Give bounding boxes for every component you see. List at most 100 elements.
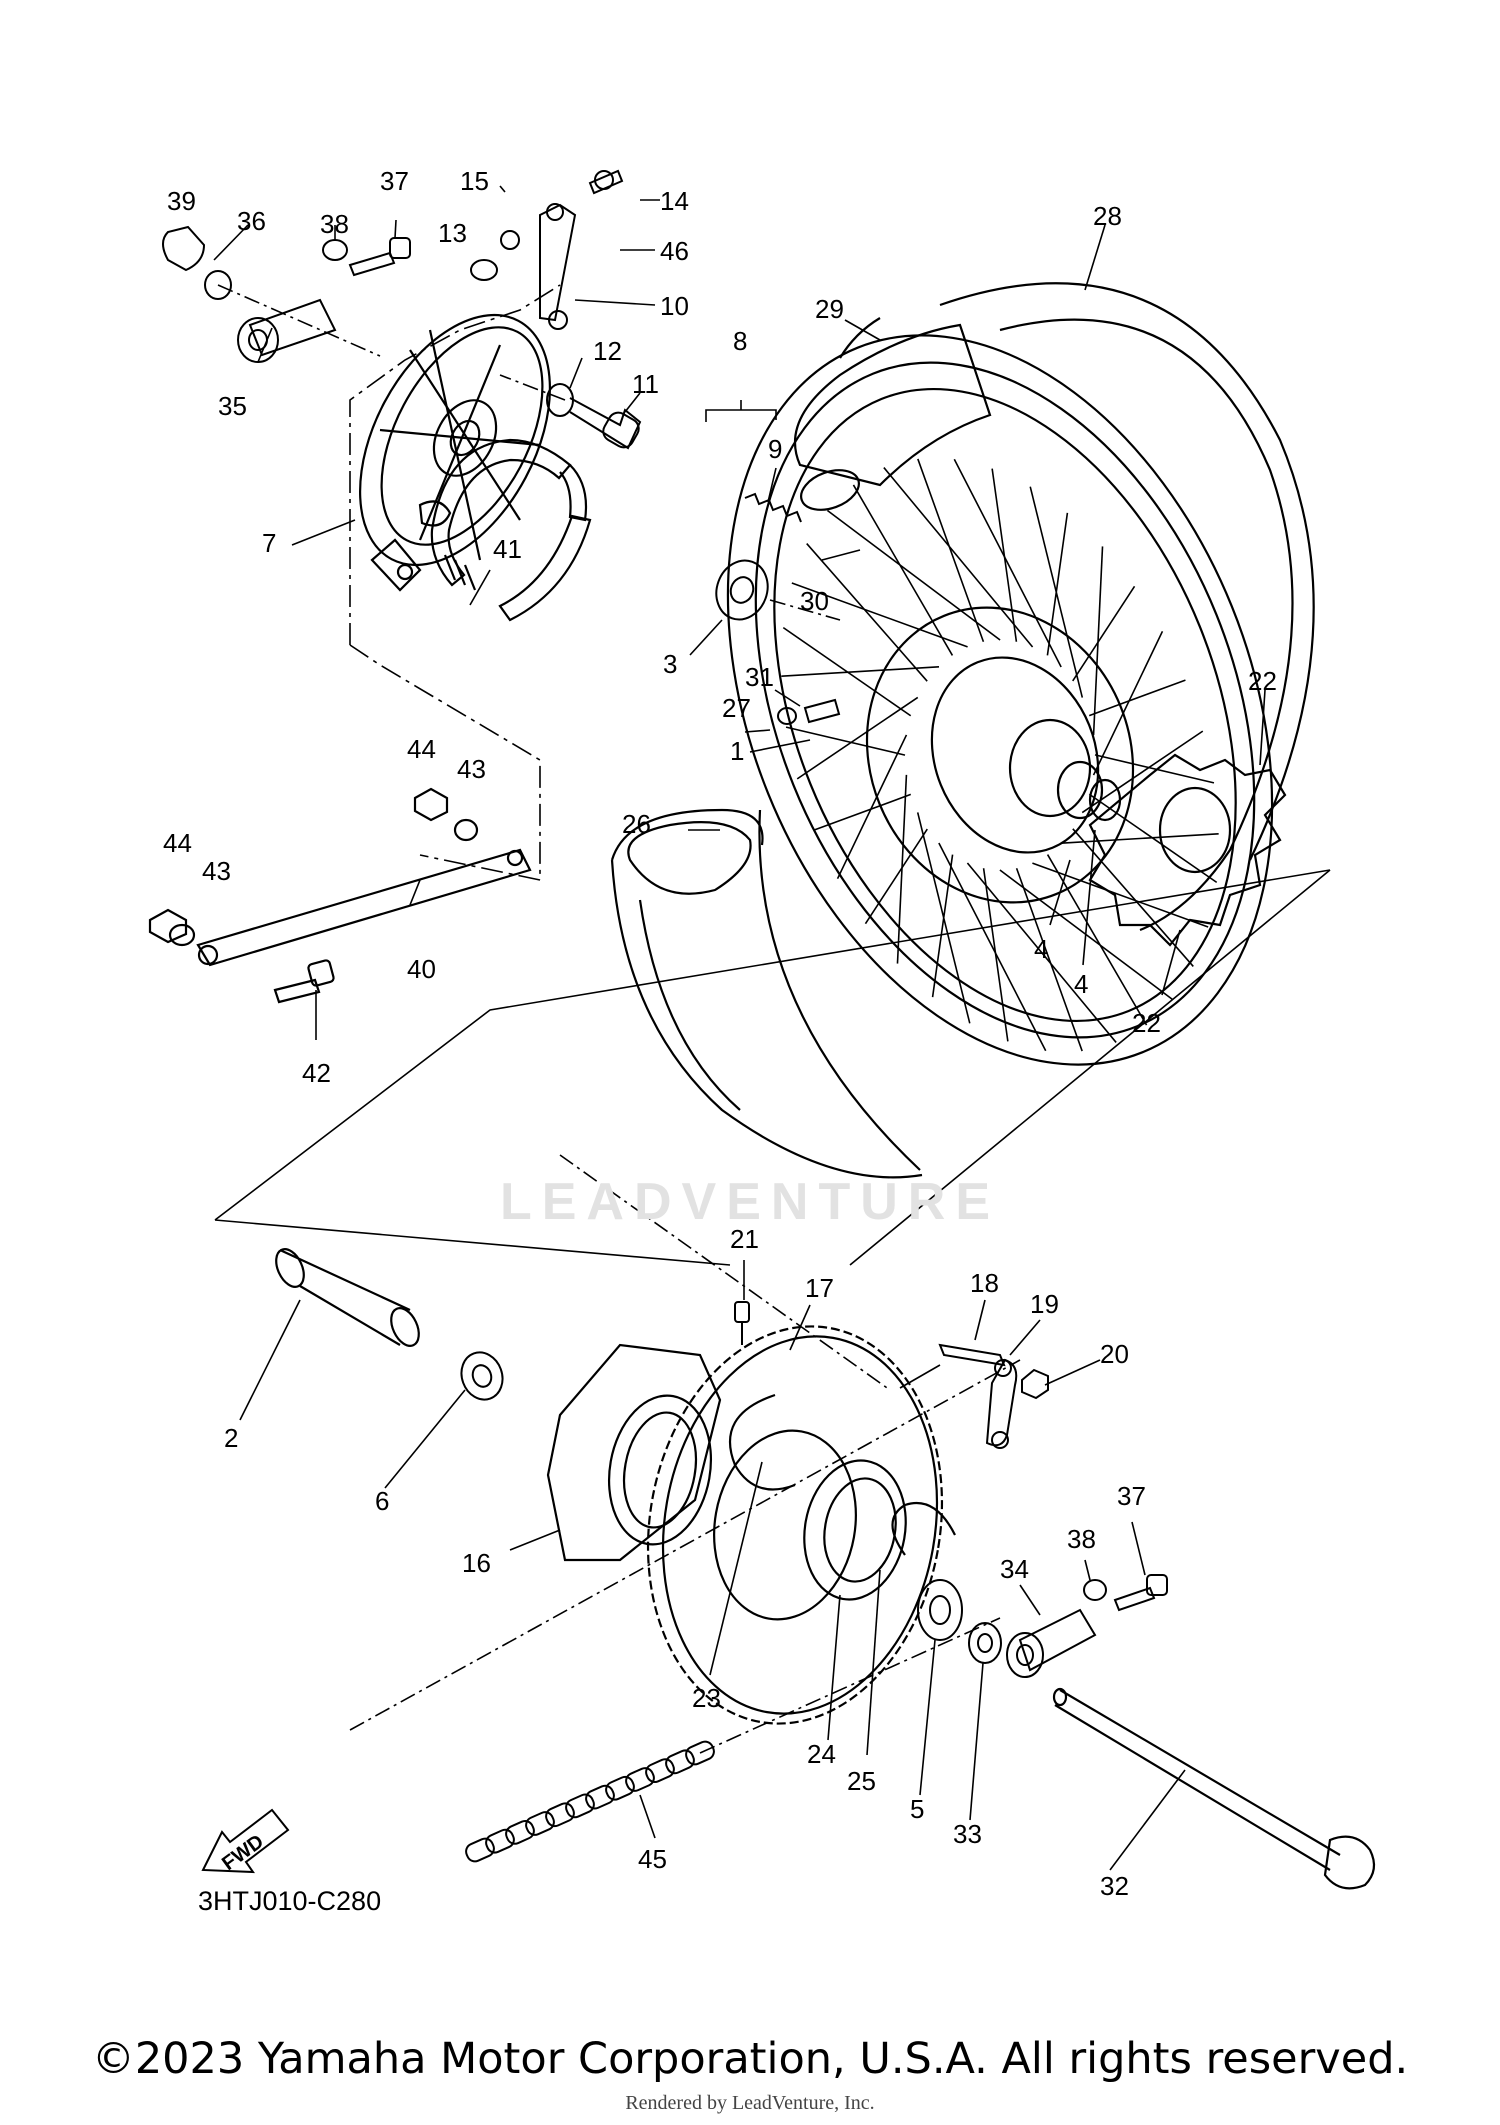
callout-39: 39 xyxy=(167,186,196,216)
callout-6: 6 xyxy=(375,1486,389,1516)
chain-link xyxy=(545,1802,575,1828)
callout-30: 30 xyxy=(800,586,829,616)
chain-link xyxy=(645,1758,675,1783)
callout-43-upper: 43 xyxy=(457,754,486,784)
wheel-bearing-3 xyxy=(715,559,769,621)
washer-13 xyxy=(470,259,498,281)
sprocket-hub xyxy=(546,1343,722,1562)
spoke xyxy=(864,828,928,925)
collar-6 xyxy=(460,1351,504,1401)
callout-23: 23 xyxy=(692,1683,721,1713)
callout-25: 25 xyxy=(847,1766,876,1796)
leader-lines xyxy=(213,185,1266,1871)
chain-link xyxy=(565,1793,595,1819)
spoke xyxy=(966,862,1117,1043)
spoke xyxy=(1081,730,1204,814)
callout-15: 15 xyxy=(460,166,489,196)
brake-cam-lever xyxy=(500,169,624,330)
chain-link xyxy=(465,1837,495,1863)
spoke xyxy=(785,726,906,756)
callout-41: 41 xyxy=(493,534,522,564)
rear-axle xyxy=(1052,1687,1376,1890)
callout-4-right: 4 xyxy=(1074,969,1088,999)
callout-29: 29 xyxy=(815,294,844,324)
axle-spacer xyxy=(275,1248,420,1347)
callout-labels: 39 36 38 37 15 14 13 46 10 28 12 35 11 8… xyxy=(163,166,1277,1901)
callout-13: 13 xyxy=(438,218,467,248)
adjuster-plate xyxy=(938,1343,1049,1449)
callout-5: 5 xyxy=(910,1794,924,1824)
callout-32: 32 xyxy=(1100,1871,1129,1901)
callout-42: 42 xyxy=(302,1058,331,1088)
spoke xyxy=(883,467,1034,648)
rear-tire xyxy=(839,282,1315,932)
callout-34: 34 xyxy=(1000,1554,1029,1584)
spoke xyxy=(796,696,919,780)
right-chain-puller xyxy=(1006,1574,1168,1678)
spoke xyxy=(953,458,1062,668)
callout-1: 1 xyxy=(730,736,744,766)
fwd-arrow xyxy=(201,1808,290,1874)
watermark: LEADVENTURE xyxy=(499,1173,1001,1231)
brake-camshaft xyxy=(546,383,642,450)
callout-11: 11 xyxy=(632,369,659,399)
spoke xyxy=(781,666,940,677)
callout-10: 10 xyxy=(660,291,689,321)
circlip-25 xyxy=(891,1501,956,1556)
spoke xyxy=(826,509,1001,641)
callout-31: 31 xyxy=(745,662,774,692)
lower-assembly-frame xyxy=(214,869,1331,1266)
callout-14: 14 xyxy=(660,186,689,216)
callout-26: 26 xyxy=(622,809,651,839)
spoke xyxy=(938,842,1047,1052)
spoke xyxy=(1072,585,1136,682)
callout-7: 7 xyxy=(262,528,276,558)
spoke xyxy=(1032,862,1209,928)
callout-28: 28 xyxy=(1093,201,1122,231)
wheel-bearing-5 xyxy=(917,1579,963,1641)
torque-arm xyxy=(148,787,532,1004)
spoke xyxy=(1046,854,1148,1026)
chain-link xyxy=(485,1828,515,1854)
chain-link xyxy=(505,1820,535,1845)
callout-19: 19 xyxy=(1030,1289,1059,1319)
callout-38: 38 xyxy=(320,209,349,239)
callout-3: 3 xyxy=(663,649,677,679)
callout-36: 36 xyxy=(237,206,266,236)
callout-46: 46 xyxy=(660,236,689,266)
brake-panel xyxy=(358,313,552,592)
spoke xyxy=(1094,754,1215,784)
rendered-by-notice: Rendered by LeadVenture, Inc. xyxy=(625,2092,875,2114)
brake-spring xyxy=(744,492,802,523)
spoke xyxy=(1092,630,1164,776)
chain-link xyxy=(605,1775,635,1801)
spoke xyxy=(806,543,928,682)
rear-sprocket xyxy=(646,1325,944,1725)
chain-link xyxy=(585,1784,615,1810)
spoke xyxy=(991,468,1018,642)
brake-shoe-assembly xyxy=(430,438,592,622)
spoke xyxy=(1015,867,1083,1052)
rear-wheel xyxy=(726,334,1274,1066)
spoke xyxy=(982,868,1009,1042)
callout-35: 35 xyxy=(218,391,247,421)
chain-link xyxy=(665,1749,695,1775)
copyright-notice: ©2023 Yamaha Motor Corporation, U.S.A. A… xyxy=(91,2034,1409,2084)
chain-link xyxy=(625,1767,655,1792)
callout-22-upper: 22 xyxy=(1248,666,1277,696)
chain-link xyxy=(525,1811,555,1836)
spoke xyxy=(1046,512,1069,656)
callout-22-lower: 22 xyxy=(1132,1008,1161,1038)
callout-8: 8 xyxy=(733,326,747,356)
callout-44-upper: 44 xyxy=(407,734,436,764)
diagram-reference-code: 3HTJ010-C280 xyxy=(198,1886,382,1916)
callout-2: 2 xyxy=(224,1423,238,1453)
callout-43-lower: 43 xyxy=(202,856,231,886)
callout-37-lower: 37 xyxy=(1117,1481,1146,1511)
spoke xyxy=(814,793,912,831)
callout-33: 33 xyxy=(953,1819,982,1849)
callout-4-left: 4 xyxy=(1034,934,1048,964)
circlip-23 xyxy=(728,1393,796,1491)
left-chain-puller xyxy=(162,225,411,363)
